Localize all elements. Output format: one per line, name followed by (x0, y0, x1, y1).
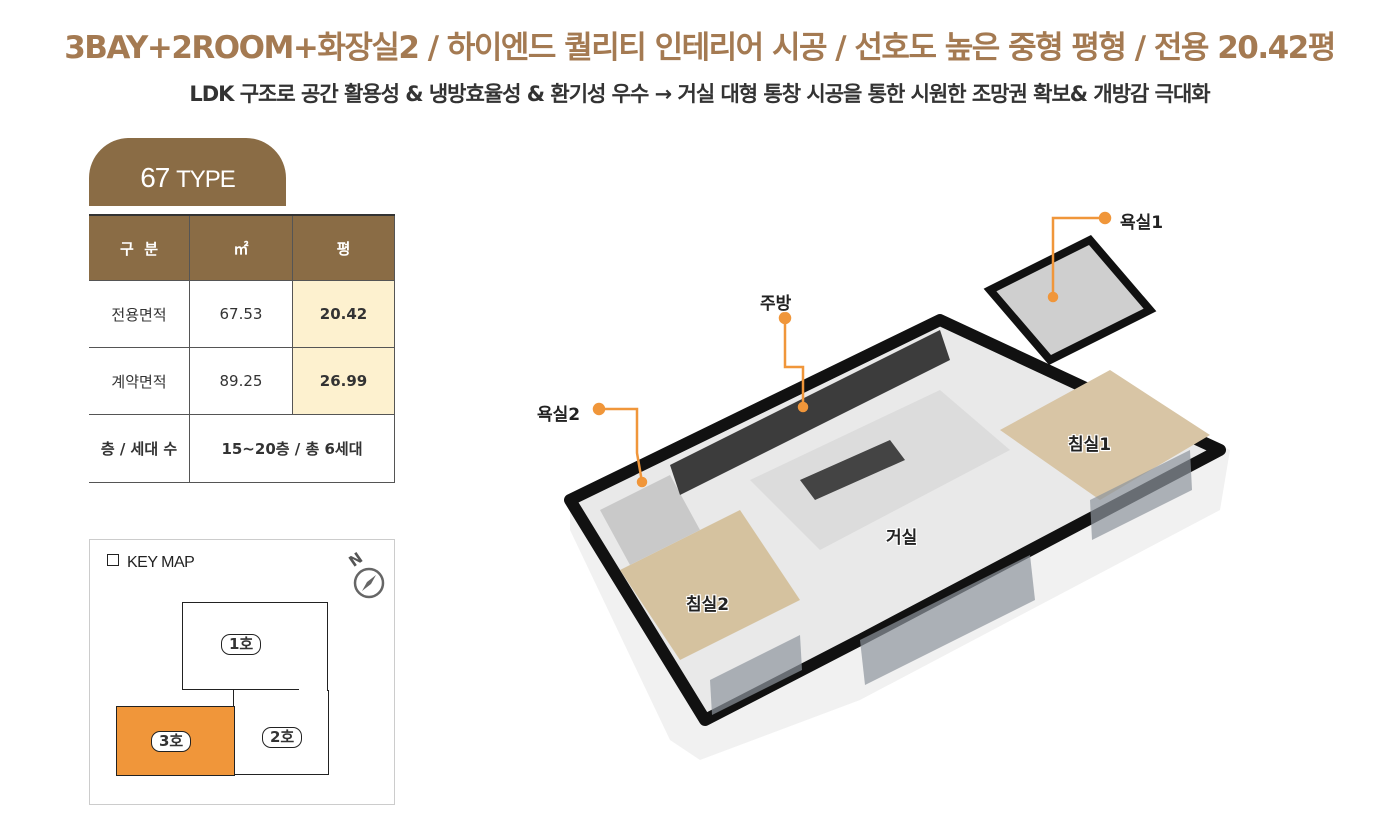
type-badge: 67 TYPE (89, 138, 286, 206)
unit-3-selected: 3호 (116, 706, 235, 776)
room-label-kitchen: 주방 (760, 294, 792, 314)
row-sqm: 89.25 (189, 347, 293, 415)
row-sqm: 67.53 (189, 280, 293, 348)
compass-icon: N (346, 550, 385, 599)
key-map-title: KEY MAP (107, 554, 195, 572)
checkbox-icon (107, 554, 119, 566)
table-row: 계약면적 89.25 26.99 (89, 347, 395, 415)
unit-label: 2호 (262, 727, 303, 748)
type-number: 67 (140, 162, 170, 193)
floor-row: 층 / 세대 수 15~20층 / 총 6세대 (89, 414, 395, 483)
room-label-bath1: 욕실1 (1120, 213, 1164, 233)
room-label-living: 거실 (886, 528, 918, 548)
area-table: 구 분 ㎡ 평 전용면적 67.53 20.42 계약면적 89.25 26.9… (89, 214, 395, 483)
room-label-bedroom1: 침실1 (1068, 435, 1112, 455)
row-label: 전용면적 (89, 280, 190, 348)
col-header-pyeong: 평 (292, 214, 395, 281)
subheadline: LDK 구조로 공간 활용성 & 냉방효율성 & 환기성 우수 → 거실 대형 … (189, 82, 1210, 106)
col-header-category: 구 분 (89, 214, 190, 281)
floor-label: 층 / 세대 수 (89, 414, 190, 483)
room-label-bedroom2: 침실2 (686, 595, 730, 615)
type-suffix: TYPE (176, 166, 236, 193)
compass-letter: N (346, 550, 366, 571)
table-row: 전용면적 67.53 20.42 (89, 280, 395, 348)
unit-strip (299, 602, 328, 691)
key-map: KEY MAP N 1호 2호 3호 (89, 539, 395, 805)
room-label-bath2: 욕실2 (537, 405, 581, 425)
row-pyeong: 20.42 (292, 280, 395, 348)
unit-1: 1호 (182, 602, 301, 690)
row-pyeong: 26.99 (292, 347, 395, 415)
headline: 3BAY+2ROOM+화장실2 / 하이엔드 퀄리티 인테리어 시공 / 선호도… (64, 30, 1336, 66)
col-header-sqm: ㎡ (189, 214, 293, 281)
row-label: 계약면적 (89, 347, 190, 415)
unit-2: 2호 (233, 690, 329, 775)
unit-label: 1호 (221, 634, 262, 655)
floor-plan-3d (564, 211, 1230, 760)
unit-label: 3호 (151, 731, 192, 752)
table-header-row: 구 분 ㎡ 평 (89, 214, 395, 281)
floor-value: 15~20층 / 총 6세대 (189, 414, 395, 483)
